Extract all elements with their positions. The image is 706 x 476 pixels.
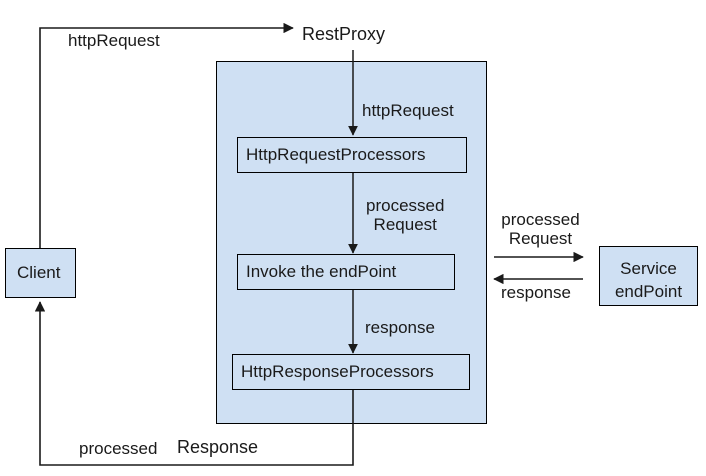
node-service-endpoint-label-line2: endPoint bbox=[614, 281, 683, 301]
node-service-endpoint-label: Service endPoint bbox=[599, 258, 698, 304]
node-http-request-processors-label: HttpRequestProcessors bbox=[246, 145, 426, 164]
edge-label-proxy-to-client-response: Response bbox=[177, 437, 259, 457]
edge-label-proxy-to-client-processed: processed bbox=[79, 439, 158, 458]
edge-label-invoke-to-service: processed Request bbox=[498, 210, 583, 248]
node-client[interactable]: Client bbox=[5, 248, 76, 298]
edge-label-client-to-proxy: httpRequest bbox=[68, 31, 160, 50]
node-invoke-endpoint[interactable]: Invoke the endPoint bbox=[237, 254, 455, 290]
node-http-response-processors[interactable]: HttpResponseProcessors bbox=[232, 354, 470, 390]
node-http-request-processors[interactable]: HttpRequestProcessors bbox=[237, 137, 467, 173]
edge-label-processed-request-line1: processed bbox=[366, 196, 445, 215]
node-service-endpoint[interactable] bbox=[599, 246, 698, 306]
edge-label-service-to-invoke: response bbox=[501, 283, 571, 302]
node-invoke-endpoint-label: Invoke the endPoint bbox=[246, 262, 397, 281]
edge-label-request-processors-to-invoke: processed Request bbox=[366, 196, 444, 234]
label-rest-proxy: RestProxy bbox=[302, 24, 386, 44]
node-client-label: Client bbox=[17, 263, 61, 282]
edge-label-service-request-line2: Request bbox=[508, 229, 573, 249]
edge-label-service-request-line1: processed bbox=[501, 210, 580, 229]
edge-label-invoke-to-response-processors: response bbox=[365, 318, 435, 337]
node-service-endpoint-label-line1: Service bbox=[620, 259, 677, 278]
edge-label-proxy-to-request-processors: httpRequest bbox=[362, 101, 454, 120]
node-http-response-processors-label: HttpResponseProcessors bbox=[241, 362, 434, 381]
edge-label-processed-request-line2: Request bbox=[373, 215, 437, 235]
